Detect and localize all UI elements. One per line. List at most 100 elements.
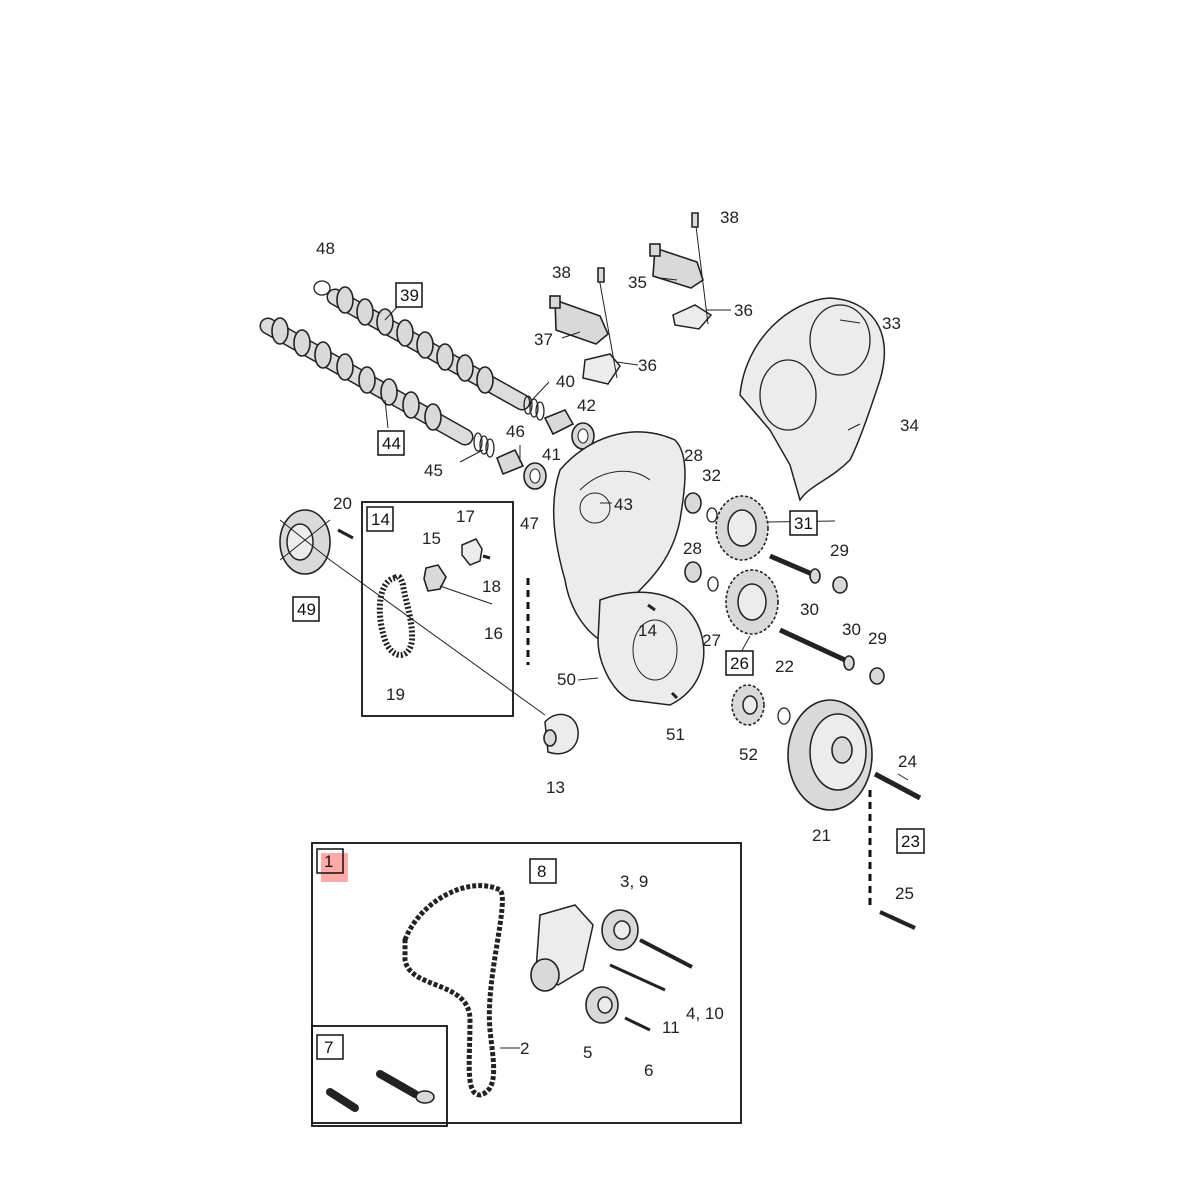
label-11: 11 [662, 1018, 680, 1037]
o-ring-48 [313, 280, 331, 296]
label-28a: 28 [684, 446, 703, 465]
label-46: 46 [506, 422, 525, 441]
label-51: 51 [666, 725, 685, 744]
label-26: 26 [730, 654, 749, 673]
bolt-18 [482, 554, 491, 560]
inset-box-7 [311, 1025, 448, 1127]
seal-28b [684, 561, 702, 583]
label-40: 40 [556, 372, 575, 391]
label-24: 24 [898, 752, 917, 771]
label-39: 39 [400, 286, 419, 305]
crankshaft-sprocket-52 [731, 684, 765, 726]
label-19: 19 [386, 685, 405, 704]
camshaft-pulley-31 [715, 495, 769, 561]
label-41: 41 [542, 445, 561, 464]
label-36b: 36 [638, 356, 657, 375]
callout-box-31 [789, 510, 818, 536]
label-20: 20 [333, 494, 352, 513]
callout-box-14 [366, 506, 394, 532]
label-2: 2 [520, 1039, 529, 1058]
label-7: 7 [324, 1038, 333, 1057]
idler-13 [543, 713, 579, 755]
label-37: 37 [534, 330, 553, 349]
bolt-6 [624, 1016, 651, 1032]
label-23: 23 [901, 832, 920, 851]
washer-32 [706, 507, 718, 523]
label-8: 8 [537, 862, 546, 881]
camshaft-lower [259, 317, 474, 446]
label-48: 48 [316, 239, 335, 258]
vibration-damper-21 [787, 699, 873, 811]
bolt-11 [609, 963, 666, 992]
callout-box-1 [316, 848, 344, 874]
cap-29b [869, 667, 885, 685]
washer-22 [777, 707, 791, 725]
label-38b: 38 [720, 208, 739, 227]
label-30a: 30 [800, 600, 819, 619]
bushing-46 [495, 448, 525, 476]
label-15: 15 [422, 529, 441, 548]
bolt-4-10 [639, 938, 693, 969]
timing-belt-19 [376, 573, 416, 658]
cap-29a [832, 576, 848, 594]
spring-45 [473, 432, 495, 458]
spring-40 [523, 395, 545, 421]
idler-pulley-3-9 [601, 909, 639, 951]
label-14a: 14 [371, 510, 390, 529]
label-27: 27 [702, 631, 721, 650]
leader-lines [384, 277, 909, 1049]
label-13: 13 [546, 778, 565, 797]
solenoid-valve-35 [649, 217, 713, 330]
washer-27 [707, 576, 719, 592]
bolt-25 [879, 910, 916, 930]
label-28b: 28 [683, 539, 702, 558]
label-50: 50 [557, 670, 576, 689]
label-5: 5 [583, 1043, 592, 1062]
bolt-38a [597, 267, 605, 283]
label-35: 35 [628, 273, 647, 292]
bolt-24 [873, 771, 922, 801]
pulley-5 [585, 986, 619, 1024]
label-44: 44 [382, 434, 401, 453]
inset-box-accessory [311, 842, 742, 1124]
label-34: 34 [900, 416, 919, 435]
washer-30a [809, 568, 821, 584]
tensioner-unit-8 [530, 904, 594, 992]
label-3-9: 3, 9 [620, 872, 648, 891]
label-22: 22 [775, 657, 794, 676]
label-43: 43 [614, 495, 633, 514]
label-21: 21 [812, 826, 831, 845]
bolt-16 [439, 585, 493, 605]
bolt-7b [376, 1070, 419, 1098]
label-18: 18 [482, 577, 501, 596]
timing-cover-rear-50 [597, 591, 705, 706]
timing-cover-inner-43 [552, 431, 686, 642]
label-42: 42 [577, 396, 596, 415]
label-31: 31 [794, 514, 813, 533]
label-38a: 38 [552, 263, 571, 282]
seal-28a [684, 492, 702, 514]
label-14b: 14 [638, 621, 657, 640]
camshaft-upper [326, 286, 531, 411]
bolt-51 [670, 691, 679, 700]
label-33: 33 [882, 314, 901, 333]
label-36a: 36 [734, 301, 753, 320]
label-52: 52 [739, 745, 758, 764]
tensioner-15 [423, 564, 447, 592]
callout-box-26 [725, 650, 754, 676]
drive-belt-2 [402, 883, 505, 1098]
label-4-10: 4, 10 [686, 1004, 724, 1023]
callout-box-39 [395, 282, 423, 308]
label-49: 49 [297, 600, 316, 619]
inset-box-14 [361, 501, 514, 717]
label-16: 16 [484, 624, 503, 643]
callout-box-8 [529, 858, 557, 884]
washer-30b [843, 655, 855, 671]
label-47: 47 [520, 514, 539, 533]
bolt-7a [326, 1088, 359, 1112]
water-pump-49 [279, 509, 331, 575]
label-6: 6 [644, 1061, 653, 1080]
label-1: 1 [324, 852, 333, 871]
timing-cover-upper-33 [739, 297, 886, 502]
